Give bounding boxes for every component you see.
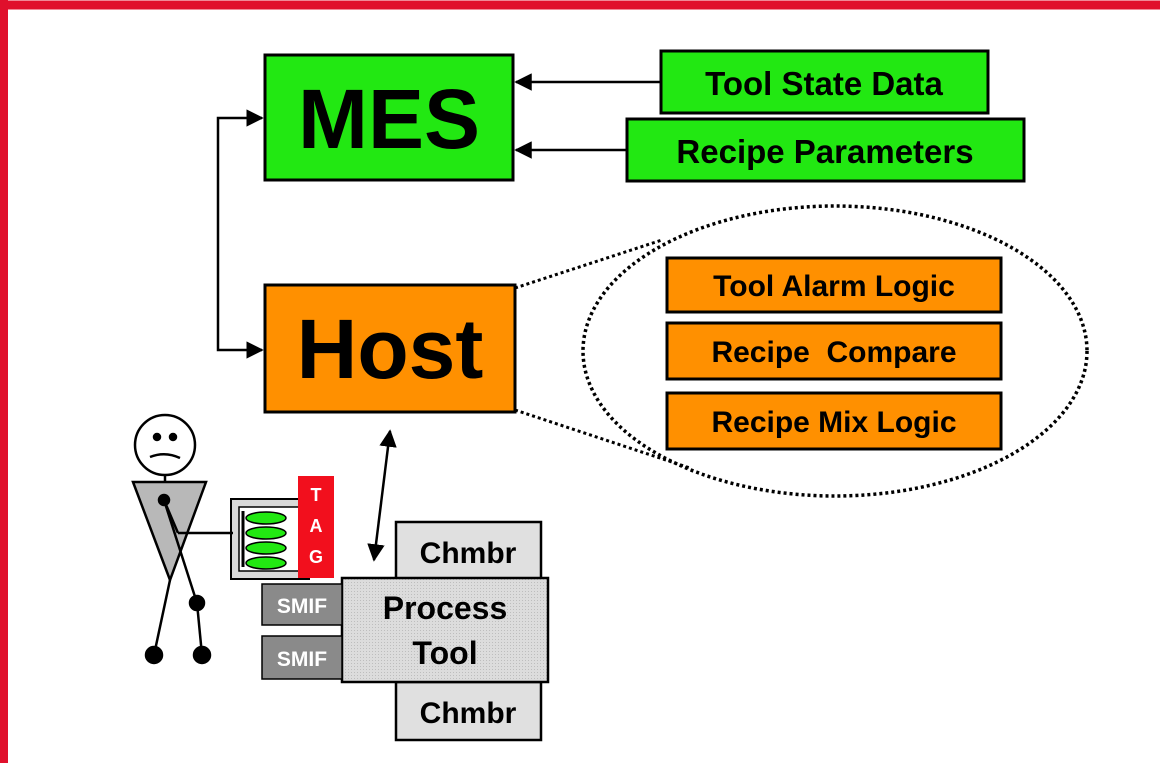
- recipe-mix-logic-label: Recipe Mix Logic: [711, 406, 956, 439]
- process-tool-line2: Tool: [412, 635, 477, 671]
- host-label: Host: [297, 302, 484, 396]
- mes-box: MES: [263, 53, 515, 182]
- recipe-parameters-box: Recipe Parameters: [625, 117, 1026, 183]
- smif-top-label: SMIF: [277, 595, 327, 618]
- host-tool-connector: [367, 429, 397, 562]
- recipe-parameters-label: Recipe Parameters: [676, 133, 973, 170]
- tag-label-block: T A G: [298, 476, 334, 578]
- operator-figure-icon: [131, 413, 233, 665]
- chamber-top-label: Chmbr: [420, 537, 517, 570]
- callout-bottom-line: [514, 408, 691, 470]
- wafer-carrier-icon: [230, 498, 310, 580]
- smif-port-top: SMIF: [261, 583, 343, 626]
- chamber-top-box: Chmbr: [394, 520, 543, 582]
- tag-letter-g: G: [309, 547, 323, 567]
- process-tool-line1: Process: [383, 590, 508, 626]
- tool-state-data-label: Tool State Data: [705, 65, 943, 102]
- chamber-bottom-label: Chmbr: [420, 697, 517, 730]
- chamber-bottom-box: Chmbr: [394, 680, 543, 742]
- smif-bottom-label: SMIF: [277, 648, 327, 671]
- tool-state-data-box: Tool State Data: [659, 49, 990, 115]
- tool-alarm-logic-box: Tool Alarm Logic: [665, 256, 1003, 314]
- smif-port-bottom: SMIF: [261, 635, 343, 680]
- callout-top-line: [514, 238, 663, 290]
- mes-host-connector: [216, 109, 264, 359]
- mes-label: MES: [298, 72, 480, 166]
- tool-alarm-logic-label: Tool Alarm Logic: [713, 270, 955, 303]
- recipe-mix-logic-box: Recipe Mix Logic: [665, 391, 1003, 451]
- host-functions-ellipse: [581, 204, 1089, 498]
- tag-letter-t: T: [311, 485, 322, 505]
- recipe-compare-box: Recipe Compare: [665, 321, 1003, 381]
- recipe-compare-label: Recipe Compare: [711, 336, 956, 369]
- tag-letter-a: A: [310, 516, 323, 536]
- host-box: Host: [263, 283, 517, 414]
- process-tool-box: Process Tool: [340, 576, 550, 684]
